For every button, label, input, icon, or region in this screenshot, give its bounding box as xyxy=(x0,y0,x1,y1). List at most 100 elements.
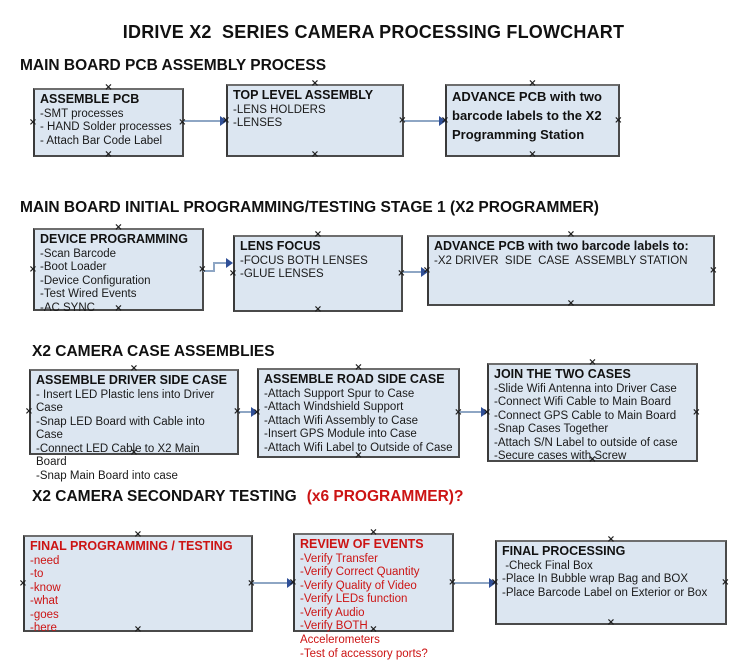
box-item: -Connect Wifi Cable to Main Board xyxy=(494,396,672,409)
box-item: -X2 DRIVER SIDE CASE ASSEMBLY STATION xyxy=(434,254,688,267)
box-item: -know xyxy=(30,581,61,594)
arrow-lens-focus-to-advance-pcb xyxy=(402,267,428,277)
flow-box-final-processing: FINAL PROCESSING -Check Final Box-Place … xyxy=(491,535,730,629)
box-title: JOIN THE TWO CASES xyxy=(494,367,631,381)
flow-box-assemble-pcb: ASSEMBLE PCB -SMT processes- HAND Solder… xyxy=(29,83,187,160)
flow-box-device-programming: DEVICE PROGRAMMING -Scan Barcode-Boot Lo… xyxy=(29,223,207,314)
box-item: -here xyxy=(30,622,57,635)
box-item: -Verify BOTH Accelerometers xyxy=(300,620,380,646)
arrow-driver-case-to-road-case xyxy=(238,407,258,417)
box-item: -Verify Audio xyxy=(300,606,365,619)
box-item: -LENSES xyxy=(233,117,283,130)
box-item: -Verify Quality of Video xyxy=(300,579,417,592)
box-item: -Attach Wifi Label to Outside of Case xyxy=(264,441,453,454)
box-items: -need-to-know-what-goes-here xyxy=(30,555,247,636)
connection-anchor-icon: × xyxy=(28,263,38,275)
box-title: ASSEMBLE PCB xyxy=(40,92,140,106)
box-item: -Secure cases with Screw xyxy=(494,450,627,463)
box-items: -Attach Support Spur to Case-Attach Wind… xyxy=(264,388,454,456)
box-items: -Check Final Box-Place In Bubble wrap Ba… xyxy=(502,560,721,601)
section-heading-text: X2 CAMERA SECONDARY TESTING xyxy=(32,488,297,505)
box-items: -SMT processes- HAND Solder processes- A… xyxy=(40,108,178,149)
box-item: -Test of accessory ports? xyxy=(300,647,428,660)
arrow-final-programming-to-review xyxy=(252,578,294,588)
section-heading-red-suffix: (x6 PROGRAMMER)? xyxy=(306,488,464,505)
flow-box-review-of-events: REVIEW OF EVENTS -Verify Transfer-Verify… xyxy=(289,528,457,660)
box-item: -Attach Windshield Support xyxy=(264,401,404,414)
box-item: -Connect GPS Cable to Main Board xyxy=(494,409,677,422)
page-title: IDRIVE X2 SERIES CAMERA PROCESSING FLOWC… xyxy=(122,22,625,42)
box-items: -FOCUS BOTH LENSES-GLUE LENSES xyxy=(240,255,397,282)
box-item: -Scan Barcode xyxy=(40,247,117,260)
box-item: -AC SYNC xyxy=(40,301,95,314)
box-title: ADVANCE PCB with two barcode labels to t… xyxy=(452,89,606,142)
box-title: FINAL PROCESSING xyxy=(502,544,626,558)
connection-anchor-icon: × xyxy=(614,114,623,126)
box-item: -Attach Wifi Assembly to Case xyxy=(264,414,419,427)
box-item: -Connect LED Cable to X2 Main Board xyxy=(36,442,203,469)
box-item: -Test Wired Events xyxy=(40,288,137,301)
arrow-road-case-to-join-cases xyxy=(459,407,488,417)
connection-anchor-icon: × xyxy=(18,577,28,589)
connection-anchor-icon: × xyxy=(24,406,34,417)
arrow-top-level-to-advance-pcb xyxy=(403,116,446,126)
box-title: ASSEMBLE DRIVER SIDE CASE xyxy=(36,373,228,387)
section-heading-initial-programming: MAIN BOARD INITIAL PROGRAMMING/TESTING S… xyxy=(20,199,599,216)
flow-box-advance-pcb-programming-station: ADVANCE PCB with two barcode labels to t… xyxy=(441,79,623,161)
connection-anchor-icon: × xyxy=(528,149,537,161)
flow-box-lens-focus: LENS FOCUS -FOCUS BOTH LENSES-GLUE LENSE… xyxy=(229,230,406,316)
section-heading-secondary-testing: X2 CAMERA SECONDARY TESTING (x6 PROGRAMME… xyxy=(32,488,463,506)
box-item: -SMT processes xyxy=(40,107,124,120)
flow-box-advance-pcb-case-assembly: ADVANCE PCB with two barcode labels to: … xyxy=(423,230,718,310)
box-item: -Snap Cases Together xyxy=(494,423,609,436)
box-item: - Attach Bar Code Label xyxy=(40,134,163,147)
box-item: -Place In Bubble wrap Bag and BOX xyxy=(502,573,689,586)
arrow-device-programming-to-lens-focus xyxy=(203,258,233,274)
box-item: -Verify Correct Quantity xyxy=(300,566,420,579)
box-item: -Snap LED Board with Cable into Case xyxy=(36,415,208,442)
box-item: -GLUE LENSES xyxy=(240,268,324,281)
box-item: - HAND Solder processes xyxy=(40,121,172,134)
section-heading-pcb-assembly: MAIN BOARD PCB ASSEMBLY PROCESS xyxy=(20,57,327,74)
box-item: -to xyxy=(30,568,44,581)
box-items: -Scan Barcode-Boot Loader-Device Configu… xyxy=(40,248,198,316)
box-item: -Attach S/N Label to outside of case xyxy=(494,436,678,449)
arrow-assemble-pcb-to-top-level xyxy=(183,116,227,126)
connection-anchor-icon: × xyxy=(709,264,718,276)
connection-anchor-icon: × xyxy=(28,116,38,128)
box-item: -Verify Transfer xyxy=(300,552,378,565)
box-item: -Snap Main Board into case xyxy=(36,470,178,482)
box-items: -Verify Transfer-Verify Correct Quantity… xyxy=(300,553,448,662)
box-item: -Place Barcode Label on Exterior or Box xyxy=(502,586,708,599)
box-items: -Slide Wifi Antenna into Driver Case-Con… xyxy=(494,383,692,464)
box-item: -Attach Support Spur to Case xyxy=(264,387,415,400)
connection-anchor-icon: × xyxy=(313,304,323,316)
box-title: ADVANCE PCB with two barcode labels to: xyxy=(434,239,689,253)
box-item: -Check Final Box xyxy=(502,559,593,572)
box-title: DEVICE PROGRAMMING xyxy=(40,232,188,246)
box-item: -goes xyxy=(30,608,59,621)
box-title: LENS FOCUS xyxy=(240,239,321,253)
flow-box-assemble-driver-side-case: ASSEMBLE DRIVER SIDE CASE - Insert LED P… xyxy=(25,364,242,483)
box-item: -FOCUS BOTH LENSES xyxy=(240,254,368,267)
box-item: - Insert LED Plastic lens into Driver Ca… xyxy=(36,388,218,415)
box-item: -LENS HOLDERS xyxy=(233,103,326,116)
box-title: FINAL PROGRAMMING / TESTING xyxy=(30,539,233,553)
connection-anchor-icon: × xyxy=(721,576,730,588)
box-item: -Slide Wifi Antenna into Driver Case xyxy=(494,382,677,395)
box-items: -X2 DRIVER SIDE CASE ASSEMBLY STATION xyxy=(434,255,709,269)
box-item: -what xyxy=(30,595,59,608)
box-title: TOP LEVEL ASSEMBLY xyxy=(233,88,374,102)
box-item: -Device Configuration xyxy=(40,274,151,287)
connection-anchor-icon: × xyxy=(606,617,616,629)
box-item: -need xyxy=(30,554,60,567)
connection-anchor-icon: × xyxy=(566,298,576,310)
flow-box-join-the-two-cases: JOIN THE TWO CASES -Slide Wifi Antenna i… xyxy=(483,358,701,465)
connection-anchor-icon: × xyxy=(310,149,320,161)
box-items: - Insert LED Plastic lens into Driver Ca… xyxy=(36,389,233,484)
section-heading-case-assemblies: X2 CAMERA CASE ASSEMBLIES xyxy=(32,343,275,360)
arrow-review-to-final-processing xyxy=(453,578,496,588)
box-items: -LENS HOLDERS-LENSES xyxy=(233,104,398,131)
box-item: -Boot Loader xyxy=(40,261,107,274)
